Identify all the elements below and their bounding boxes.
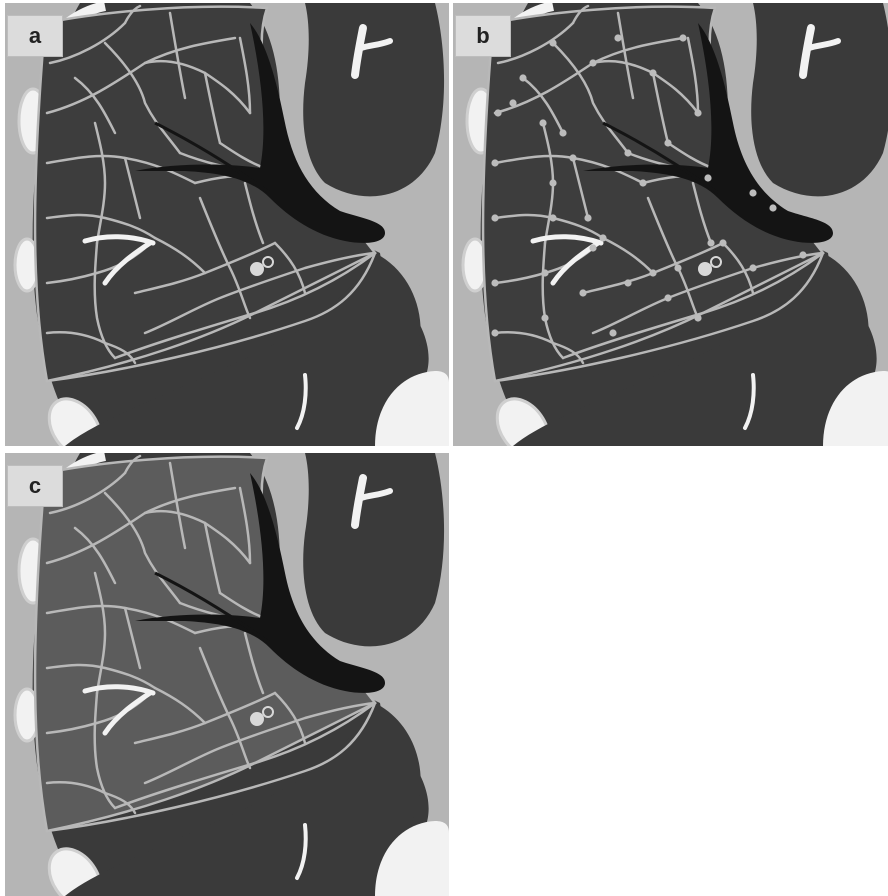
lung-lobule-diagram [453, 3, 888, 446]
perilymphatic-nodule [589, 244, 596, 251]
perilymphatic-nodule [491, 279, 498, 286]
perilymphatic-nodule [519, 74, 526, 81]
perilymphatic-nodule [664, 139, 671, 146]
perilymphatic-nodule [509, 99, 516, 106]
perilymphatic-nodule [694, 314, 701, 321]
perilymphatic-nodule [559, 129, 566, 136]
perilymphatic-nodule [491, 214, 498, 221]
perilymphatic-nodule [569, 154, 576, 161]
perilymphatic-nodule [599, 234, 606, 241]
perilymphatic-nodule [624, 279, 631, 286]
diagram-panel-b: b [453, 3, 888, 446]
diagram-panel-c: c [5, 453, 449, 896]
perilymphatic-nodule [549, 214, 556, 221]
perilymphatic-nodule [494, 109, 501, 116]
centrilobular-artery [250, 262, 264, 276]
perilymphatic-nodule [707, 239, 714, 246]
diagram-panel-a: a [5, 3, 449, 446]
lung-lobule-diagram [5, 453, 449, 896]
perilymphatic-nodule [589, 59, 596, 66]
panel-label: b [455, 15, 511, 57]
perilymphatic-nodule [664, 294, 671, 301]
perilymphatic-nodule [549, 179, 556, 186]
adjacent-lobe [303, 3, 444, 196]
centrilobular-artery [698, 262, 712, 276]
perilymphatic-nodule [614, 34, 621, 41]
perilymphatic-nodule [609, 329, 616, 336]
perilymphatic-nodule [694, 109, 701, 116]
perilymphatic-nodule [799, 251, 806, 258]
perilymphatic-nodule [719, 239, 726, 246]
perilymphatic-nodule [491, 159, 498, 166]
perilymphatic-nodule [679, 34, 686, 41]
perilymphatic-nodule [649, 269, 656, 276]
adjacent-lobe [751, 3, 888, 196]
perilymphatic-nodule [541, 269, 548, 276]
perilymphatic-nodule [584, 214, 591, 221]
perilymphatic-nodule [639, 179, 646, 186]
perilymphatic-nodule [491, 329, 498, 336]
perilymphatic-nodule [624, 149, 631, 156]
perilymphatic-nodule [539, 119, 546, 126]
perilymphatic-nodule [579, 289, 586, 296]
panel-label: a [7, 15, 63, 57]
perilymphatic-nodule [649, 69, 656, 76]
perilymphatic-nodule [549, 39, 556, 46]
perilymphatic-nodule [749, 264, 756, 271]
perilymphatic-nodule [769, 204, 776, 211]
perilymphatic-nodule [541, 314, 548, 321]
centrilobular-artery [250, 712, 264, 726]
adjacent-lobe [303, 453, 444, 646]
perilymphatic-nodule [704, 174, 711, 181]
panel-label: c [7, 465, 63, 507]
perilymphatic-nodule [674, 264, 681, 271]
perilymphatic-nodule [749, 189, 756, 196]
lung-lobule-diagram [5, 3, 449, 446]
